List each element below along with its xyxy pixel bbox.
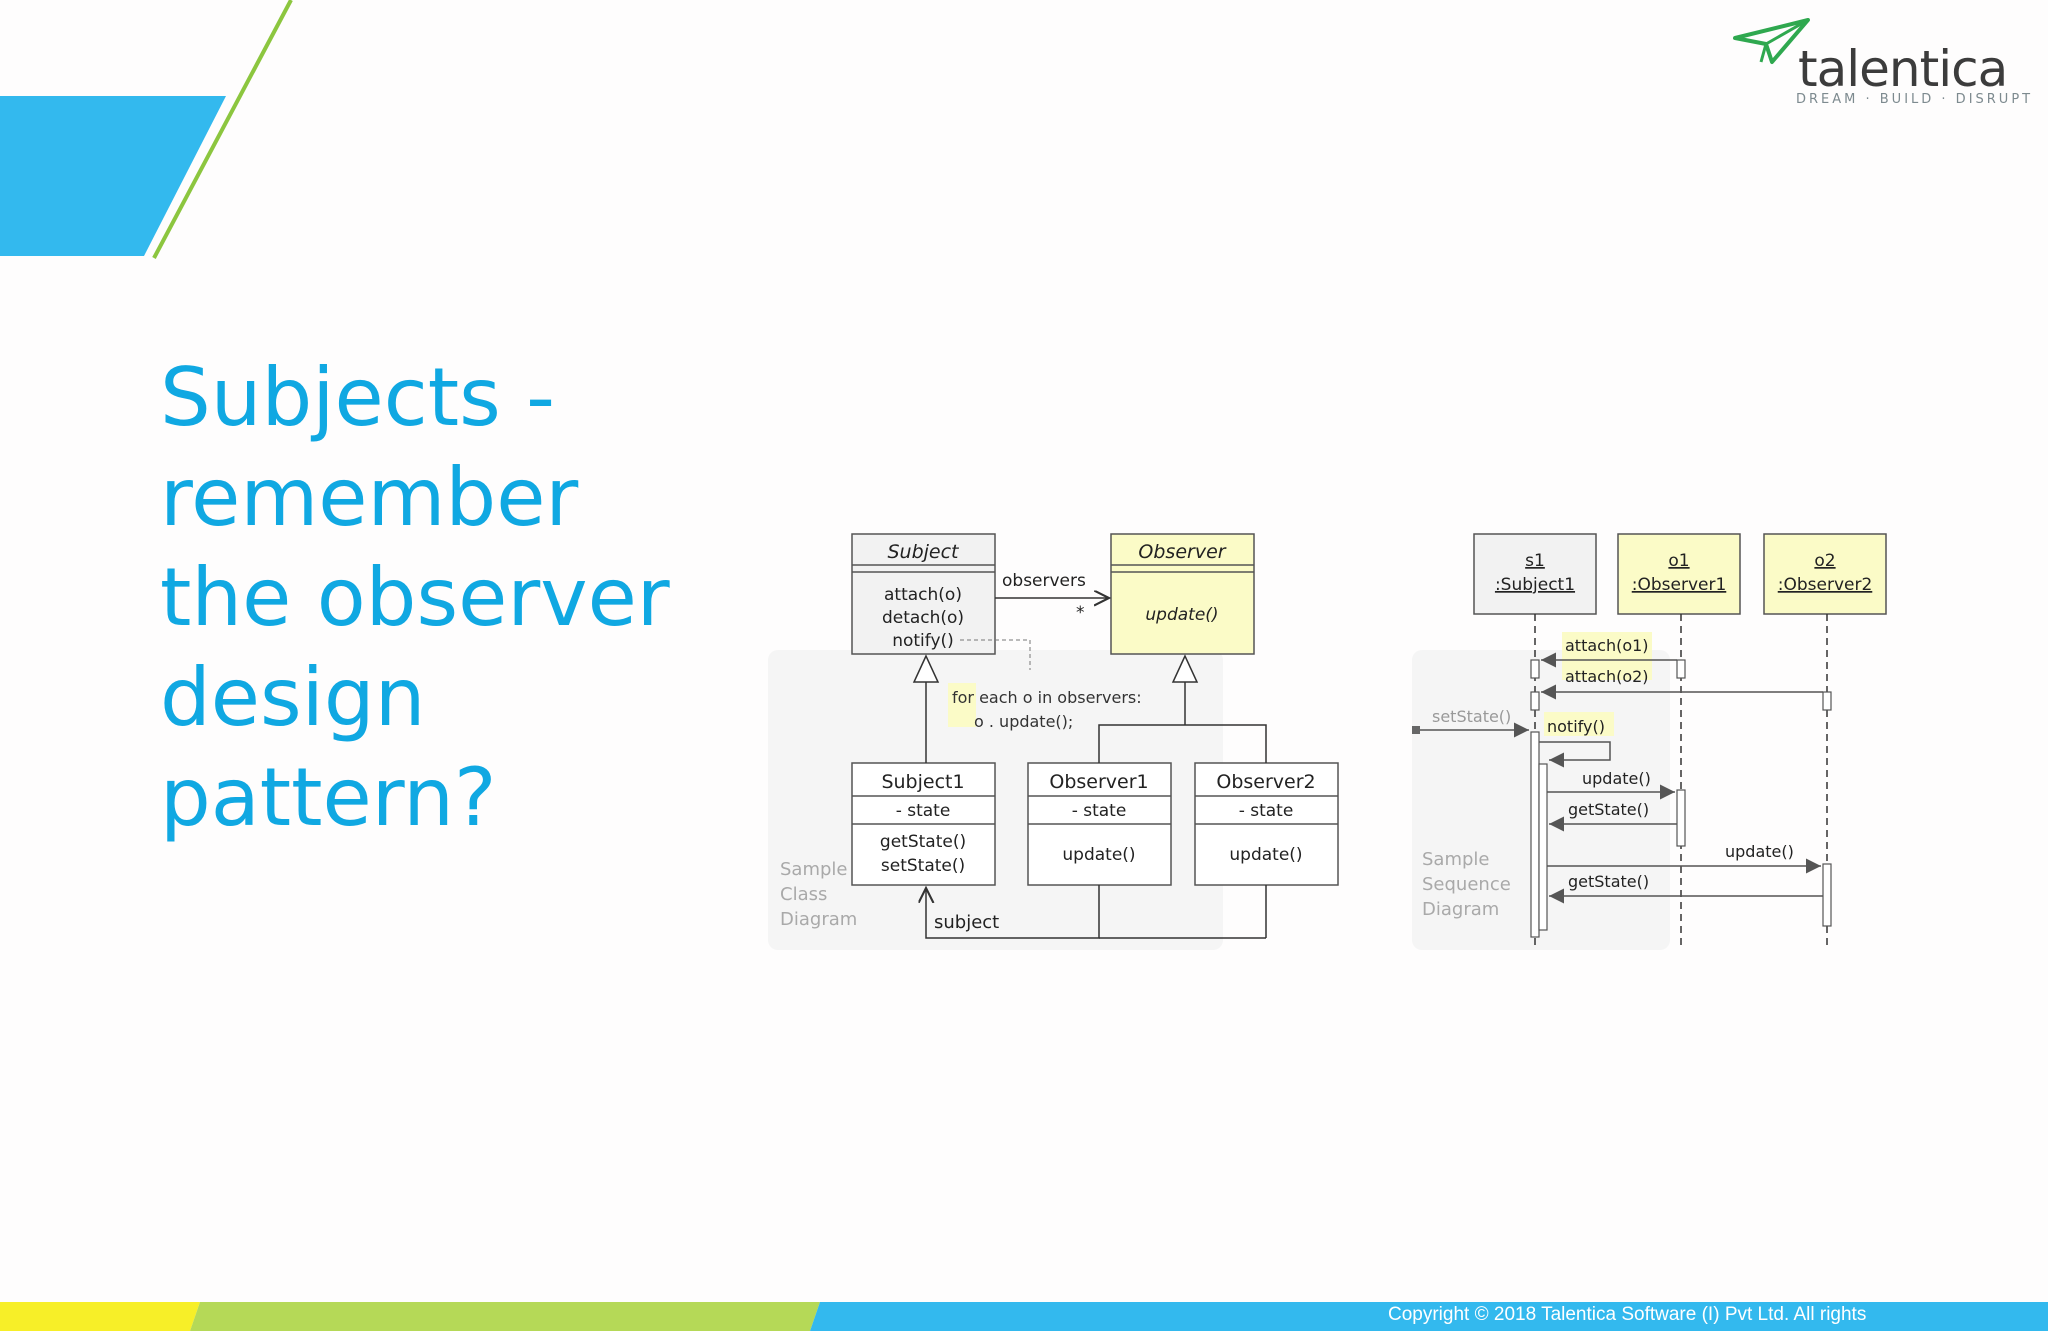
svg-text:detach(o): detach(o) xyxy=(882,608,964,628)
association-multiplicity: * xyxy=(1076,603,1085,623)
svg-text:getState(): getState() xyxy=(1568,800,1649,819)
svg-text::Observer2: :Observer2 xyxy=(1778,575,1873,595)
observer1-class: Observer1 - state update() xyxy=(1027,762,1172,886)
subject1-class: Subject1 - state getState() setState() xyxy=(851,762,996,886)
activation-s1-setstate xyxy=(1530,731,1540,938)
svg-text:getState(): getState() xyxy=(1568,872,1649,891)
observer-class: Observer update() xyxy=(1110,533,1255,655)
svg-text:Observer2: Observer2 xyxy=(1216,771,1315,793)
svg-text:setState(): setState() xyxy=(881,856,965,876)
logo-wordmark: talentica xyxy=(1798,40,2008,98)
msg-getstate-o2: getState() xyxy=(1549,872,1823,904)
note-highlight xyxy=(948,683,976,727)
activation-o2-attach xyxy=(1822,691,1832,711)
activation-s1-notify xyxy=(1538,763,1548,931)
svg-text:setState(): setState() xyxy=(1432,707,1511,726)
association-label: observers xyxy=(1002,571,1086,591)
svg-text:o1: o1 xyxy=(1668,551,1689,571)
svg-text:o2: o2 xyxy=(1814,551,1835,571)
svg-text:attach(o2): attach(o2) xyxy=(1565,667,1649,686)
class-note: for each o in observers: o . update(); xyxy=(952,688,1147,731)
activation-s1-attach2 xyxy=(1530,691,1540,711)
svg-text:Subject: Subject xyxy=(887,541,960,563)
msg-update-o1: update() xyxy=(1547,769,1675,800)
svg-text:Observer1: Observer1 xyxy=(1049,771,1148,793)
svg-text:- state: - state xyxy=(896,801,951,821)
svg-text:- state: - state xyxy=(1239,801,1294,821)
svg-text:attach(o): attach(o) xyxy=(884,585,962,605)
observer2-class: Observer2 - state update() xyxy=(1194,762,1339,886)
msg-getstate-o1: getState() xyxy=(1549,800,1677,832)
paper-plane-icon xyxy=(1733,18,1810,64)
svg-text:s1: s1 xyxy=(1525,551,1545,571)
footer-band xyxy=(0,1302,2048,1331)
slide-title: Subjects - remember the observer design … xyxy=(160,351,670,844)
svg-text:attach(o1): attach(o1) xyxy=(1565,636,1649,655)
header-blue-band xyxy=(0,96,226,256)
svg-text:update(): update() xyxy=(1229,845,1302,865)
svg-text:update(): update() xyxy=(1145,605,1218,625)
lifeline-o1: o1 :Observer1 xyxy=(1617,533,1741,950)
subject-class: Subject attach(o) detach(o) notify() xyxy=(851,533,996,655)
svg-text::Subject1: :Subject1 xyxy=(1495,575,1575,595)
svg-text:Subject1: Subject1 xyxy=(881,771,964,793)
svg-text:update(): update() xyxy=(1062,845,1135,865)
subject-association: subject xyxy=(926,885,1267,939)
sequence-diagram-caption: Sample Sequence Diagram xyxy=(1422,849,1517,920)
svg-text:Observer: Observer xyxy=(1138,541,1226,563)
activation-s1-attach1 xyxy=(1530,659,1540,679)
header-green-stroke xyxy=(152,0,293,259)
svg-text:getState(): getState() xyxy=(880,832,966,852)
activation-o1-attach xyxy=(1676,659,1686,679)
svg-text:update(): update() xyxy=(1582,769,1651,788)
header-decoration xyxy=(0,0,293,259)
talentica-logo: talentica DREAM · BUILD · DISRUPT xyxy=(1730,14,2030,114)
observer-inheritance xyxy=(1098,654,1267,763)
svg-text:update(): update() xyxy=(1725,842,1794,861)
svg-text:subject: subject xyxy=(934,912,999,933)
copyright-text: Copyright © 2018 Talentica Software (I) … xyxy=(1388,1304,1867,1325)
lifeline-o2: o2 :Observer2 xyxy=(1763,533,1887,950)
subject-inheritance xyxy=(912,654,940,763)
msg-attach-o1: attach(o1) xyxy=(1541,636,1677,668)
svg-text:notify(): notify() xyxy=(1547,717,1605,736)
svg-text:notify(): notify() xyxy=(892,631,954,651)
svg-text::Observer1: :Observer1 xyxy=(1632,575,1727,595)
msg-notify: notify() xyxy=(1539,717,1611,768)
msg-attach-o2: attach(o2) xyxy=(1541,667,1823,700)
svg-text:- state: - state xyxy=(1072,801,1127,821)
activation-o2-update xyxy=(1822,863,1832,927)
msg-setstate: setState() xyxy=(1412,707,1529,738)
activation-o1-update xyxy=(1676,789,1686,847)
msg-update-o2: update() xyxy=(1547,842,1821,874)
observer-pattern-figure: Sample Class Diagram Subject attach(o) d… xyxy=(768,533,1887,950)
logo-tagline: DREAM · BUILD · DISRUPT xyxy=(1796,92,2034,107)
class-diagram-caption: Sample Class Diagram xyxy=(780,859,857,930)
